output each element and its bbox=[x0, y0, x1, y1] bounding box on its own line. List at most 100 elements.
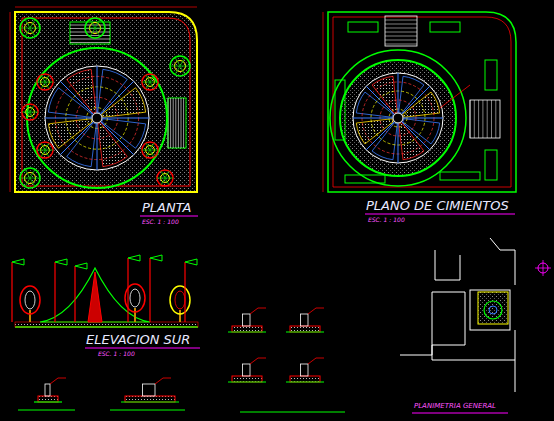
radial-joint bbox=[97, 66, 98, 118]
tree-trunk bbox=[29, 310, 31, 322]
radial-joint bbox=[97, 118, 98, 170]
street-edge bbox=[432, 292, 515, 360]
tree-crown bbox=[20, 286, 40, 314]
south-elevation bbox=[12, 255, 198, 327]
stair-step bbox=[170, 98, 171, 148]
radial-joint bbox=[45, 118, 97, 119]
tree-branch bbox=[90, 19, 95, 28]
stair-step bbox=[385, 28, 417, 29]
tree-crown bbox=[25, 291, 35, 309]
scale-note: ESC. 1 : 100 bbox=[98, 351, 135, 358]
tree-branch bbox=[25, 19, 30, 28]
stair-step bbox=[385, 44, 417, 45]
radial-joint bbox=[366, 118, 398, 150]
tree-branch bbox=[41, 82, 45, 89]
title-underline bbox=[412, 413, 508, 414]
footing-section bbox=[290, 376, 320, 382]
tree-branch bbox=[95, 19, 100, 28]
lamp-post bbox=[74, 266, 75, 322]
lamp-head bbox=[128, 255, 140, 261]
base-line bbox=[240, 412, 345, 413]
center-monument bbox=[393, 113, 403, 123]
wall-section bbox=[301, 314, 309, 326]
tree-symbol bbox=[142, 74, 158, 90]
tree-branch bbox=[20, 28, 30, 29]
leader-line bbox=[250, 358, 266, 364]
paving-sector bbox=[403, 92, 440, 117]
stair-step bbox=[495, 100, 496, 138]
tree-branch bbox=[22, 112, 30, 113]
lamp-head bbox=[12, 259, 24, 265]
lamp-head bbox=[55, 259, 67, 265]
tree-branch bbox=[26, 112, 30, 119]
tree-branch bbox=[25, 178, 30, 187]
ground-line bbox=[228, 331, 266, 332]
leader-line bbox=[440, 85, 470, 108]
stair-step bbox=[385, 40, 417, 41]
street-edge bbox=[435, 250, 460, 280]
foundation-boundary bbox=[328, 12, 516, 192]
radial-joint bbox=[97, 118, 149, 119]
tree-branch bbox=[175, 66, 180, 75]
stair-footing bbox=[470, 100, 500, 138]
footing bbox=[430, 22, 460, 32]
tree-branch bbox=[30, 169, 35, 178]
stair-step bbox=[478, 100, 479, 138]
leader-line bbox=[250, 308, 266, 314]
paving-sector bbox=[102, 88, 146, 118]
tree-crown bbox=[170, 286, 190, 314]
tree-branch bbox=[41, 150, 45, 157]
base-line bbox=[110, 410, 185, 411]
lamp-post bbox=[54, 262, 55, 322]
wall-section bbox=[301, 364, 309, 376]
plaza-inner-ring bbox=[45, 66, 149, 170]
leader-line bbox=[308, 308, 324, 314]
ring-footing bbox=[330, 50, 466, 186]
footing bbox=[345, 175, 385, 183]
radial-joint bbox=[398, 118, 430, 150]
footing-section bbox=[232, 376, 262, 382]
stair-step bbox=[173, 98, 174, 148]
tree-symbol bbox=[85, 18, 105, 38]
base-line bbox=[18, 410, 75, 411]
lamp-post bbox=[184, 262, 185, 322]
stair-step bbox=[70, 42, 110, 43]
tree-branch bbox=[165, 171, 169, 178]
stair-step bbox=[470, 100, 471, 138]
radial-joint bbox=[60, 81, 97, 118]
footing bbox=[485, 60, 497, 90]
tree-branch bbox=[146, 150, 150, 157]
ground-line bbox=[228, 381, 266, 382]
lamp-post bbox=[11, 262, 12, 322]
ground-line bbox=[286, 331, 324, 332]
monument bbox=[88, 272, 102, 322]
plaza-inner-ring bbox=[353, 73, 443, 163]
tree-branch bbox=[41, 143, 45, 150]
tree-branch bbox=[150, 150, 154, 157]
tree-branch bbox=[150, 143, 154, 150]
tree-branch bbox=[30, 112, 34, 119]
tree-branch bbox=[41, 75, 45, 82]
tree-branch bbox=[45, 150, 53, 151]
stair-step bbox=[385, 20, 417, 21]
view-title: PLANIMETRIA GENERAL bbox=[414, 403, 496, 411]
footing bbox=[348, 22, 378, 32]
tree-branch bbox=[30, 112, 38, 113]
tree-branch bbox=[150, 82, 154, 89]
radial-joint bbox=[398, 86, 430, 118]
tree-branch bbox=[170, 66, 180, 67]
tree-branch bbox=[146, 75, 150, 82]
center-monument bbox=[92, 113, 102, 123]
leader-line bbox=[155, 378, 171, 384]
radial-joint bbox=[97, 118, 134, 155]
stair bbox=[168, 98, 186, 148]
lamp-head bbox=[75, 263, 87, 269]
tree-branch bbox=[146, 143, 150, 150]
radial-joint bbox=[353, 118, 398, 119]
tree-branch bbox=[150, 150, 158, 151]
ground-line bbox=[34, 401, 62, 402]
plaza-circle bbox=[484, 301, 502, 319]
tree-branch bbox=[45, 150, 49, 157]
view-title: PLANO DE CIMIENTOS bbox=[366, 199, 509, 213]
wall-section bbox=[243, 364, 251, 376]
